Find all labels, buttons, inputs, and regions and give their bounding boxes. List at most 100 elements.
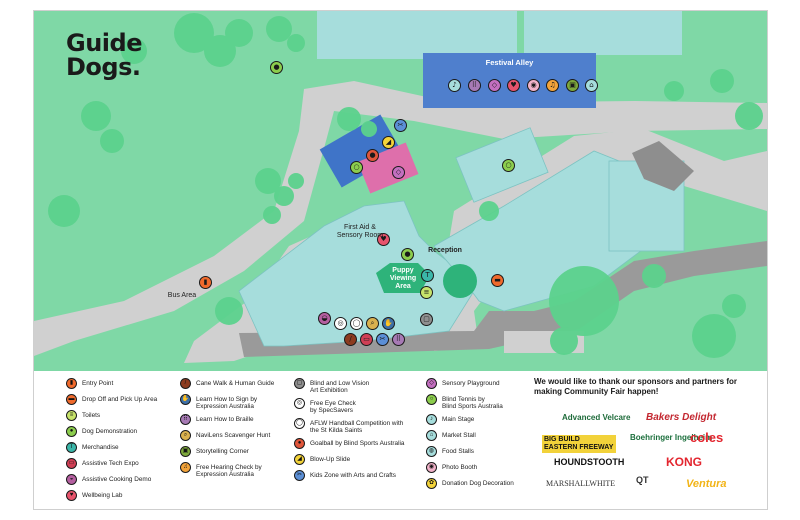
legend-item: ◇Sensory Playground [426,378,514,395]
art-exhibition-icon[interactable]: ▢ [420,313,433,326]
kids-zone-icon[interactable]: ✂ [376,333,389,346]
toilets-icon[interactable]: ≡ [420,286,433,299]
festival-icon-stall[interactable]: ⌂ [585,79,598,92]
legend-item: ○ Blind Tennis by Blind Sports Australia [426,394,514,415]
festival-icon-playground[interactable]: ◇ [488,79,501,92]
handball-icon[interactable]: ◯ [350,317,363,330]
legend-column-4: ◇Sensory Playground○ Blind Tennis by Blin… [426,378,514,495]
festival-icon-storytelling[interactable]: ▣ [566,79,579,92]
legend-label: Storytelling Corner [196,448,249,455]
map-artwork [34,11,767,363]
site-map: Guide Dogs. Festival Alley ♪ ⠿ ◇ ♥ ◉ ♫ ▣… [34,11,767,371]
wellbeing-lab-icon[interactable]: ♥ [377,233,390,246]
tennis-icon: ○ [426,394,437,405]
reception-label: Reception [428,247,462,254]
camera-icon: ◉ [426,462,437,473]
legend-item: ▮Entry Point [66,378,157,395]
sponsor-logo: Bakers Delight [646,412,717,423]
frame-icon: ▢ [294,378,305,389]
legend-label: Free Hearing Check by Expression Austral… [196,464,262,478]
drop-off-icon[interactable]: ▬ [491,274,504,287]
braille-icon: ⠿ [180,414,191,425]
first-aid-label: First Aid & Sensory Room [336,224,384,239]
festival-icon-wellbeing[interactable]: ♥ [507,79,520,92]
festival-alley-label: Festival Alley [485,58,534,67]
legend-label: Blind Tennis by Blind Sports Australia [442,396,503,410]
legend-item: ✂Kids Zone with Arts and Crafts [294,470,405,487]
hand-sign-icon: ✋ [180,394,191,405]
legend-item: ●Dog Demonstration [66,426,157,443]
legend-item: ⌂ Market Stall [426,430,514,447]
sign-icon[interactable]: ✋ [382,317,395,330]
tent-icon-slide[interactable]: ◢ [382,136,395,149]
legend-label: Blind and Low Vision Art Exhibition [310,380,370,394]
tent-icon-tennis[interactable]: ○ [350,161,363,174]
legend-label: Free Eye Check by SpecSavers [310,400,356,414]
tennis-court-icon[interactable]: ○ [502,159,515,172]
festival-icon-hearing[interactable]: ♫ [546,79,559,92]
legend-item: ♪Main Stage [426,414,514,431]
legend-item: ♫ Free Hearing Check by Expression Austra… [180,462,274,483]
eye-icon: ◎ [294,398,305,409]
festival-icon-stage[interactable]: ♪ [448,79,461,92]
legend-label: Goalball by Blind Sports Australia [310,440,405,447]
legend-item: ⌕ NaviLens Scavenger Hunt [180,430,274,447]
cooking-icon[interactable]: ◒ [318,312,331,325]
tent-icon-goalball[interactable]: ● [366,149,379,162]
tree-dark [443,264,477,298]
festival-icon-photo[interactable]: ◉ [527,79,540,92]
pink-tent [357,142,419,194]
guide-dogs-logo: Guide Dogs. [66,31,142,79]
legend-label: Food Stalls [442,448,474,455]
tech-expo-icon[interactable]: ▭ [360,333,373,346]
legend-label: Market Stall [442,432,476,439]
logo-line-2: Dogs. [66,53,141,81]
goalball-icon: ● [294,438,305,449]
puppy-area-label: Puppy Viewing Area [389,267,417,290]
stall-icon: ⌂ [426,430,437,441]
cane-icon[interactable]: / [344,333,357,346]
legend: ▮Entry Point▬Drop Off and Pick Up Area≡T… [34,371,767,509]
tent-icon-crafts[interactable]: ✂ [394,119,407,132]
paw-icon: ✿ [426,478,437,489]
legend-item: ◍ Food Stalls [426,446,514,463]
pot-icon: ◒ [66,474,77,485]
ear-icon: ♫ [180,462,191,473]
bus-area-label: Bus Area [167,292,197,299]
legend-item: ◢Blow-Up Slide [294,454,405,471]
entry-point-icon[interactable]: ▮ [199,276,212,289]
merchandise-icon[interactable]: T [421,269,434,282]
sponsor-logo: coles [690,430,724,445]
reception-dog-icon[interactable]: ● [401,248,414,261]
food-icon: ◍ [426,446,437,457]
dog-demo-icon[interactable]: ● [270,61,283,74]
sponsor-logo: Advanced Velcare [562,413,631,422]
legend-label: NaviLens Scavenger Hunt [196,432,271,439]
device-icon: ▭ [66,458,77,469]
eye-check-icon[interactable]: ◎ [334,317,347,330]
legend-label: Merchandise [82,444,119,451]
legend-label: AFLW Handball Competition with the St Ki… [310,420,404,434]
legend-label: Learn How to Braille [196,416,254,423]
slide-icon: ◢ [294,454,305,465]
tent-icon-playground-pink[interactable]: ◇ [392,166,405,179]
legend-label: Assistive Cooking Demo [82,476,152,483]
map-poster: Guide Dogs. Festival Alley ♪ ⠿ ◇ ♥ ◉ ♫ ▣… [33,10,768,510]
legend-item: ▬Drop Off and Pick Up Area [66,394,157,411]
car-icon: ▬ [66,394,77,405]
crafts-icon: ✂ [294,470,305,481]
braille-room-icon[interactable]: ⠿ [392,333,405,346]
blue-tent [319,114,403,188]
trees [48,13,763,358]
legend-item: ⠿ Learn How to Braille [180,414,274,431]
magnifier-icon: ⌕ [180,430,191,441]
legend-column-2: /Cane Walk & Human Guide✋Learn How to Si… [180,378,274,483]
legend-label: Donation Dog Decoration [442,480,514,487]
legend-column-3: ▢ Blind and Low Vision Art Exhibition ◎ Fre… [294,378,405,487]
legend-item: ◎ Free Eye Check by SpecSavers [294,398,405,419]
festival-icon-braille[interactable]: ⠿ [468,79,481,92]
legend-item: ◯AFLW Handball Competition with the St K… [294,418,405,439]
navilens-icon[interactable]: ⌕ [366,317,379,330]
